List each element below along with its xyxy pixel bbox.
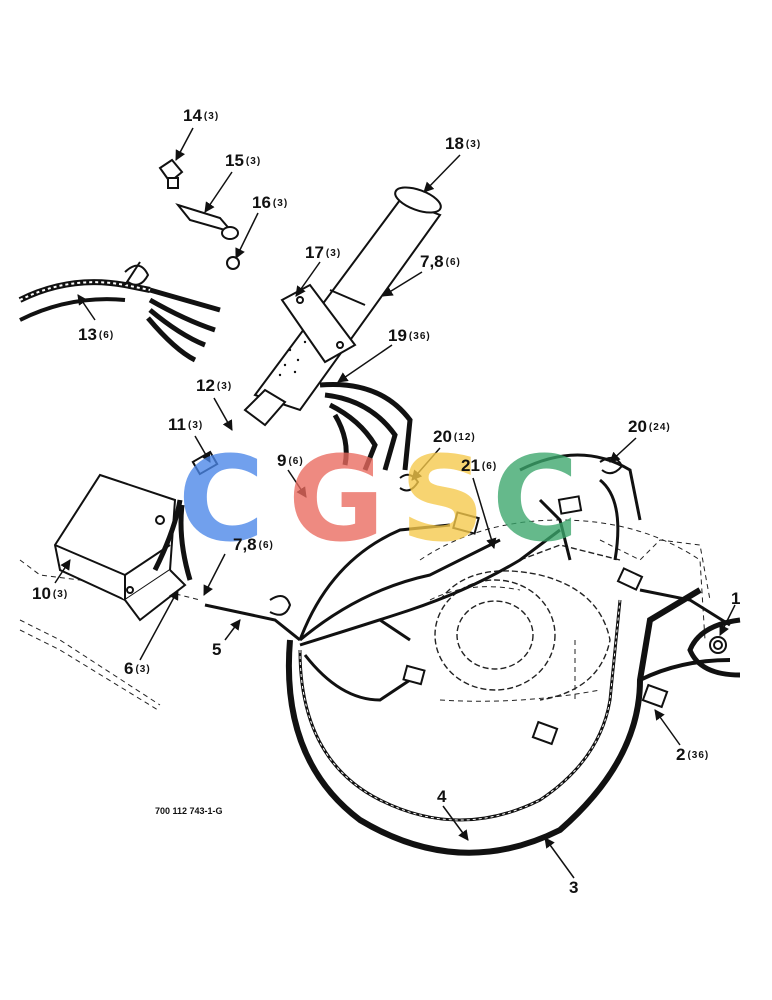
callout-qty: (3) — [465, 139, 482, 150]
watermark-letter-g: G — [288, 430, 385, 568]
callout-9: 9(6) — [277, 452, 304, 470]
callout-number: 5 — [212, 640, 222, 659]
callout-qty: (6) — [481, 461, 498, 472]
callout-10: 10(3) — [32, 585, 68, 603]
callout-7-8-upper: 7,8(6) — [420, 253, 461, 271]
callout-number: 4 — [437, 787, 447, 806]
callout-6: 6(3) — [124, 660, 151, 678]
callout-number: 19 — [388, 326, 407, 345]
callout-13: 13(6) — [78, 326, 114, 344]
callout-qty: (3) — [52, 589, 69, 600]
callout-1: 1 — [731, 590, 742, 608]
callout-qty: (6) — [288, 456, 304, 467]
callout-number: 13 — [78, 325, 97, 344]
callout-qty: (12) — [453, 432, 476, 443]
callout-qty: (6) — [258, 540, 274, 551]
callout-number: 6 — [124, 659, 134, 678]
callout-2: 2(36) — [676, 746, 709, 764]
callout-3: 3 — [569, 879, 580, 897]
callout-number: 7,8 — [420, 252, 444, 271]
callout-qty: (6) — [445, 257, 461, 268]
callout-number: 20 — [433, 427, 452, 446]
watermark-letter-c2: C — [492, 430, 579, 568]
callout-number: 14 — [183, 106, 202, 125]
cable-right — [519, 453, 731, 682]
callout-number: 12 — [196, 376, 215, 395]
callout-5: 5 — [212, 641, 223, 659]
callout-number: 9 — [277, 451, 287, 470]
callout-number: 11 — [168, 415, 186, 434]
watermark-letter-c1: C — [178, 430, 265, 568]
callout-number: 21 — [461, 456, 480, 475]
harness-4 — [298, 599, 622, 822]
sensors — [191, 450, 727, 746]
callout-number: 7,8 — [233, 535, 257, 554]
manifold-18 — [243, 186, 442, 427]
callout-qty: (24) — [648, 422, 671, 433]
hoses-19 — [319, 381, 413, 471]
shaft-dots — [278, 340, 307, 377]
callout-number: 1 — [731, 589, 741, 608]
callout-number: 3 — [569, 878, 579, 897]
callout-qty: (3) — [245, 156, 262, 167]
callout-number: 17 — [305, 243, 324, 262]
callout-qty: (3) — [216, 381, 233, 392]
callout-19: 19(36) — [388, 327, 431, 345]
callout-qty: (36) — [408, 331, 431, 342]
callout-qty: (3) — [325, 248, 342, 259]
callout-4: 4 — [437, 788, 448, 806]
callout-7-8-lower: 7,8(6) — [233, 536, 274, 554]
leader-lines — [54, 127, 736, 879]
fitting-14-15-16 — [158, 158, 240, 270]
callout-17: 17(3) — [305, 244, 341, 262]
callout-number: 10 — [32, 584, 51, 603]
callout-21: 21(6) — [461, 457, 497, 475]
callout-12: 12(3) — [196, 377, 232, 395]
figure-id: 700 112 743-1-G — [155, 806, 223, 816]
callout-number: 20 — [628, 417, 647, 436]
cable-6 — [152, 499, 193, 581]
callout-18: 18(3) — [445, 135, 481, 153]
callout-20-left: 20(12) — [433, 428, 476, 446]
harness-5 — [204, 523, 561, 702]
callout-11: 11(3) — [168, 416, 203, 434]
callout-number: 2 — [676, 745, 686, 764]
gearbox-10 — [53, 473, 187, 622]
callout-number: 16 — [252, 193, 271, 212]
cable-ties-20 — [124, 264, 624, 616]
callout-qty: (3) — [187, 420, 204, 431]
callout-16: 16(3) — [252, 194, 288, 212]
callout-15: 15(3) — [225, 152, 261, 170]
callout-number: 15 — [225, 151, 244, 170]
callout-qty: (3) — [135, 664, 151, 675]
callout-qty: (36) — [687, 750, 710, 761]
callout-qty: (3) — [272, 198, 289, 209]
callout-qty: (6) — [98, 330, 115, 341]
callout-20-right: 20(24) — [628, 418, 671, 436]
hoses-13 — [18, 261, 221, 363]
callout-qty: (3) — [203, 111, 220, 122]
callout-14: 14(3) — [183, 107, 219, 125]
machine-hub — [434, 544, 621, 701]
callout-number: 18 — [445, 134, 464, 153]
harness-3 — [285, 587, 702, 856]
watermark-letter-s: S — [400, 430, 485, 568]
